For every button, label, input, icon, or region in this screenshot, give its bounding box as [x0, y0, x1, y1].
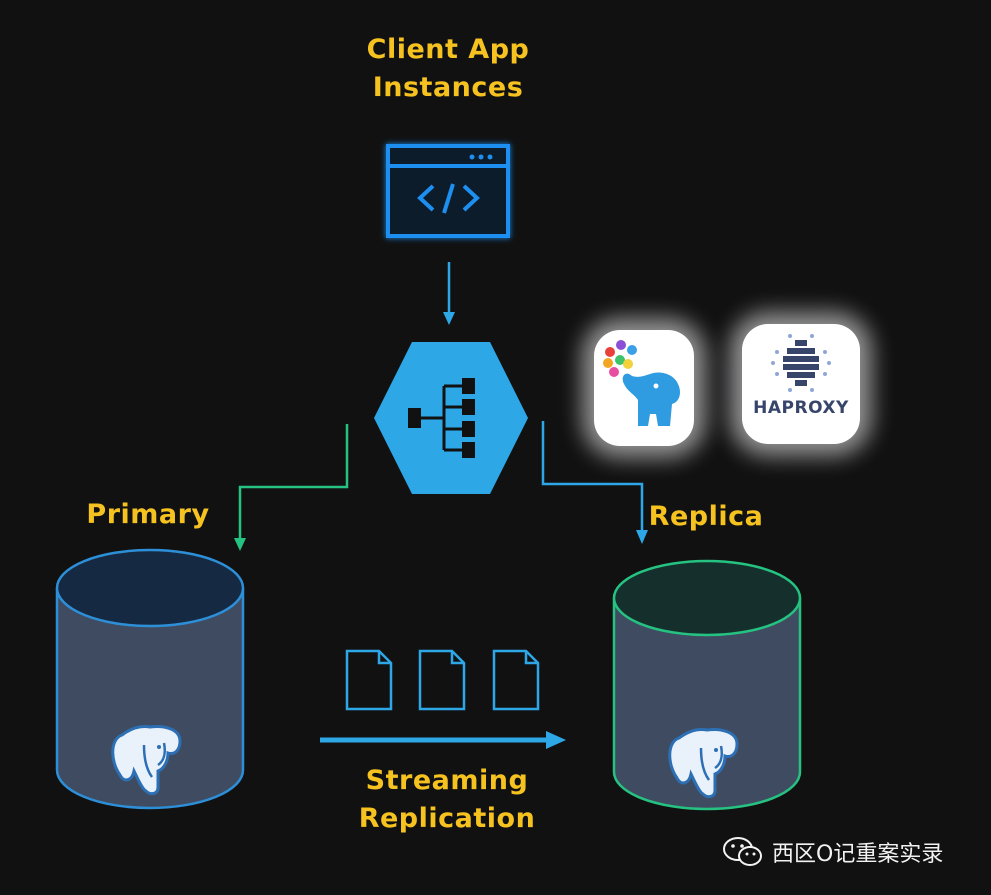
wal-file-icon — [345, 649, 393, 711]
wechat-icon — [723, 837, 762, 866]
arrow-balancer-to-primary — [234, 424, 349, 551]
client-app-label: Client App Instances — [366, 34, 530, 103]
watermark-text: 西区O记重案实录 — [772, 842, 944, 867]
load-balancer-icon — [374, 342, 528, 494]
haproxy-globe-icon — [771, 334, 831, 392]
pgpool-elephant-icon — [603, 340, 680, 426]
replica-label: Replica — [648, 501, 764, 532]
arrow-client-to-balancer — [443, 262, 455, 325]
haproxy-logo-text: HAPROXY — [753, 398, 849, 418]
arrow-balancer-to-replica — [541, 421, 648, 544]
primary-database-cylinder — [55, 548, 245, 810]
postgres-elephant-icon — [668, 728, 739, 799]
streaming-replication-label: Streaming Replication — [358, 765, 536, 834]
client-app-window-icon — [386, 144, 510, 238]
streaming-replication-arrow — [320, 731, 566, 749]
wal-file-icon — [492, 649, 540, 711]
pgpool-logo-card — [594, 330, 694, 446]
postgres-elephant-icon — [111, 725, 182, 796]
primary-label: Primary — [86, 499, 210, 530]
wal-file-icon — [418, 649, 466, 711]
replica-database-cylinder — [612, 559, 802, 811]
watermark: 西区O记重案实录 — [722, 832, 943, 872]
haproxy-logo-card: HAPROXY — [742, 324, 860, 444]
